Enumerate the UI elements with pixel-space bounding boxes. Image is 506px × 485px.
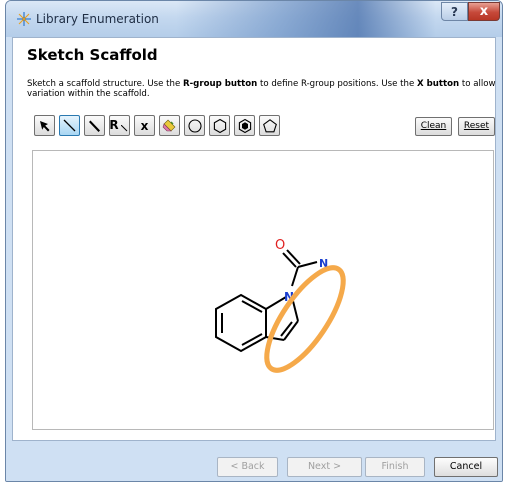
instructions-part-1: Sketch a scaffold structure. Use the (27, 79, 183, 89)
back-button[interactable]: < Back (217, 457, 278, 477)
hexagon-ring-tool-button[interactable] (209, 115, 230, 136)
cancel-button[interactable]: Cancel (434, 457, 498, 477)
eraser-icon (162, 119, 176, 132)
sketch-canvas[interactable]: O N N (32, 150, 494, 430)
clean-button[interactable]: Clean (415, 117, 452, 136)
stereo-bond-tool-button[interactable] (84, 115, 105, 136)
library-enumeration-window: Library Enumeration ? x Sketch Scaffold … (5, 0, 503, 482)
r-group-label: R (109, 117, 119, 132)
wedge-icon (89, 120, 100, 132)
ring-bond-n-c2 (292, 300, 299, 322)
next-button[interactable]: Next > (287, 457, 362, 477)
arrow-pointer-icon (39, 120, 49, 131)
bond-carbonyl-amide-n (297, 261, 318, 268)
reset-button[interactable]: Reset (458, 117, 495, 136)
hexagon-icon (213, 118, 226, 133)
pentagon-icon (262, 118, 277, 132)
ring-double-bond-c2-c3 (280, 321, 293, 337)
ring-bond-c7a-n (265, 296, 287, 310)
x-variation-label: x (140, 118, 149, 133)
x-variation-tool-button[interactable]: x (134, 115, 155, 136)
aromatic-bond-1 (241, 300, 263, 313)
molecule-drawing: O N N (215, 238, 346, 373)
bond-tool-button[interactable] (59, 115, 80, 136)
aromatic-bond-3 (241, 333, 263, 346)
carbonyl-double-bond-1 (282, 252, 297, 268)
r-group-button-reference: R-group button (183, 79, 258, 89)
eraser-tool-button[interactable] (159, 115, 180, 136)
close-button[interactable]: x (468, 2, 500, 21)
cyclohexane-ring-tool-button[interactable] (184, 115, 205, 136)
window-title: Library Enumeration (36, 12, 159, 26)
line-icon (120, 125, 127, 132)
amide-nitrogen-atom: N (319, 257, 328, 270)
r-group-tool-button[interactable]: R (109, 115, 130, 136)
circle-ring-icon (187, 118, 202, 133)
carbonyl-double-bond-2 (286, 249, 301, 265)
pentagon-ring-tool-button[interactable] (259, 115, 280, 136)
x-button-reference: X button (416, 79, 460, 89)
benzene-ring-tool-button[interactable] (234, 115, 255, 136)
wizard-page: Sketch Scaffold Sketch a scaffold struct… (12, 37, 496, 441)
bond-n-carbonyl (291, 266, 299, 287)
title-bar[interactable]: Library Enumeration ? x (6, 1, 502, 37)
ring-nitrogen-atom: N (284, 290, 294, 304)
select-tool-button[interactable] (34, 115, 55, 136)
oxygen-atom: O (275, 238, 285, 253)
highlight-ellipse (264, 265, 346, 373)
line-icon (63, 119, 76, 132)
benzene-icon (238, 118, 251, 133)
benzene-ring (215, 293, 267, 353)
page-title: Sketch Scaffold (27, 46, 158, 64)
app-icon (17, 12, 31, 26)
ring-bond-c2-c3 (283, 320, 299, 341)
instructions-part-2: to define R-group positions. Use the (257, 79, 417, 89)
instructions-text: Sketch a scaffold structure. Use the R-g… (27, 79, 497, 99)
finish-button[interactable]: Finish (365, 457, 425, 477)
instructions-part-3: to allow variation within the scaffold. (27, 79, 496, 99)
help-button[interactable]: ? (441, 2, 468, 21)
